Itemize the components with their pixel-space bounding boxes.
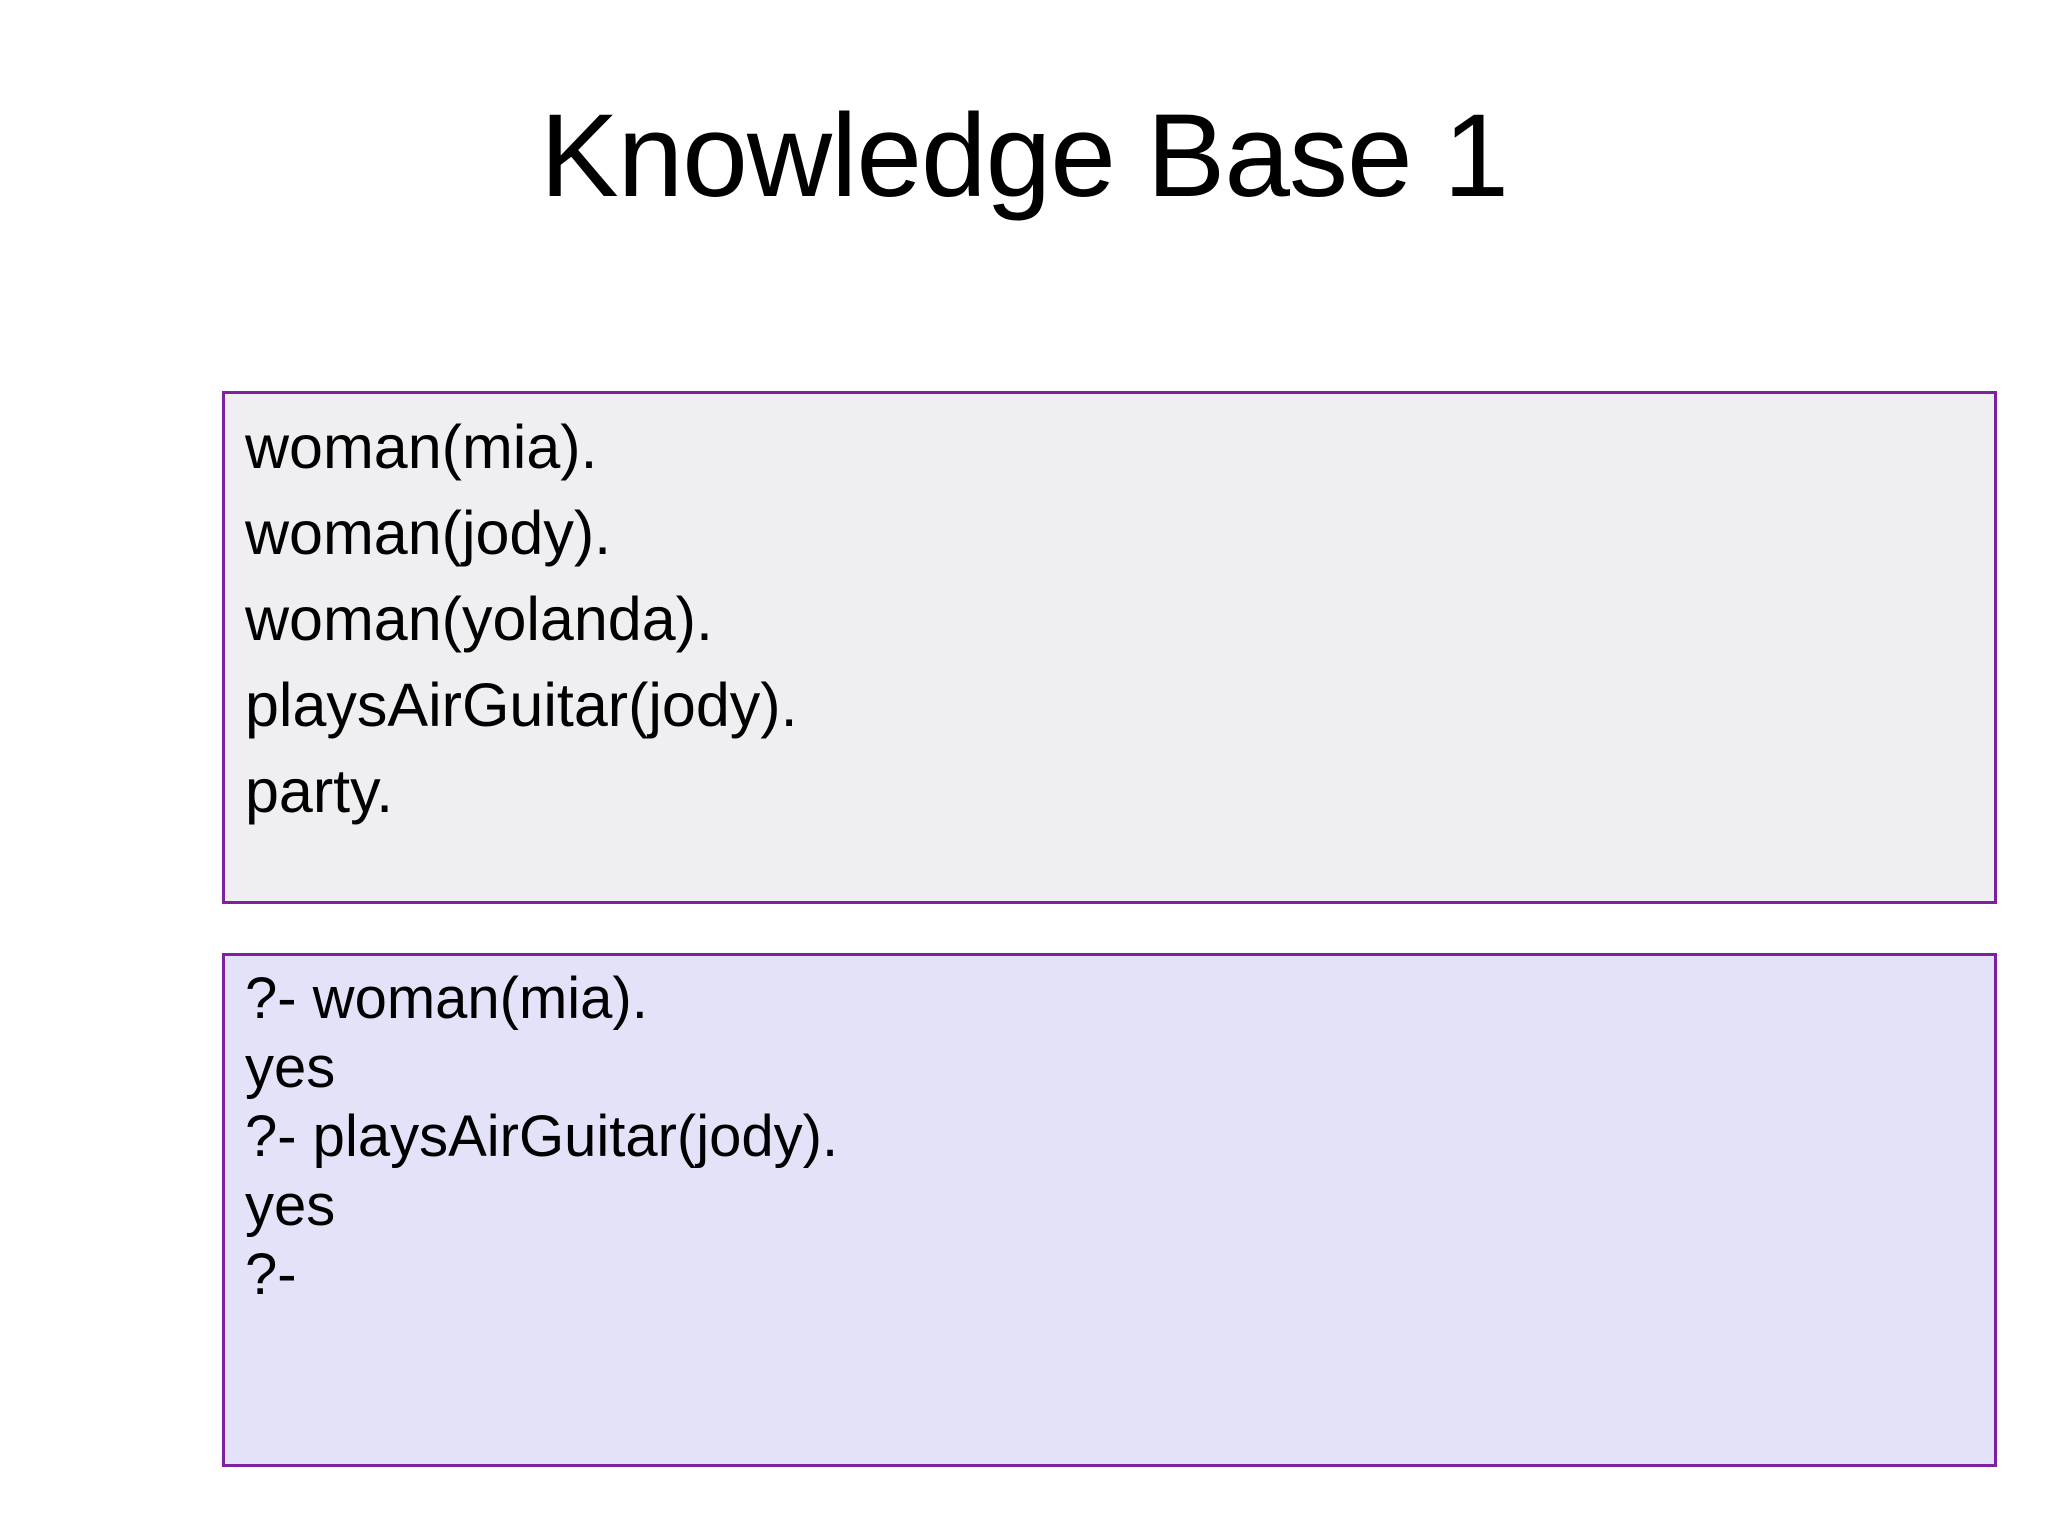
kb-fact-line: woman(jody).: [245, 499, 612, 567]
kb-fact-line: party.: [245, 757, 394, 825]
query-line: yes: [245, 1173, 336, 1238]
slide-title: Knowledge Base 1: [539, 90, 1509, 222]
query-line: ?-: [245, 1242, 297, 1307]
query-line: ?- woman(mia).: [245, 966, 648, 1031]
query-box: ?- woman(mia).yes?- playsAirGuitar(jody)…: [222, 953, 1997, 1467]
kb-fact-line: woman(yolanda).: [245, 585, 713, 653]
kb-fact-line: playsAirGuitar(jody).: [245, 671, 798, 739]
knowledge-base-box: woman(mia). woman(jody). woman(yolanda). pl…: [222, 391, 1997, 904]
kb-fact-line: woman(mia).: [245, 413, 598, 481]
query-line: ?- playsAirGuitar(jody).: [245, 1104, 839, 1169]
query-line: yes: [245, 1035, 336, 1100]
